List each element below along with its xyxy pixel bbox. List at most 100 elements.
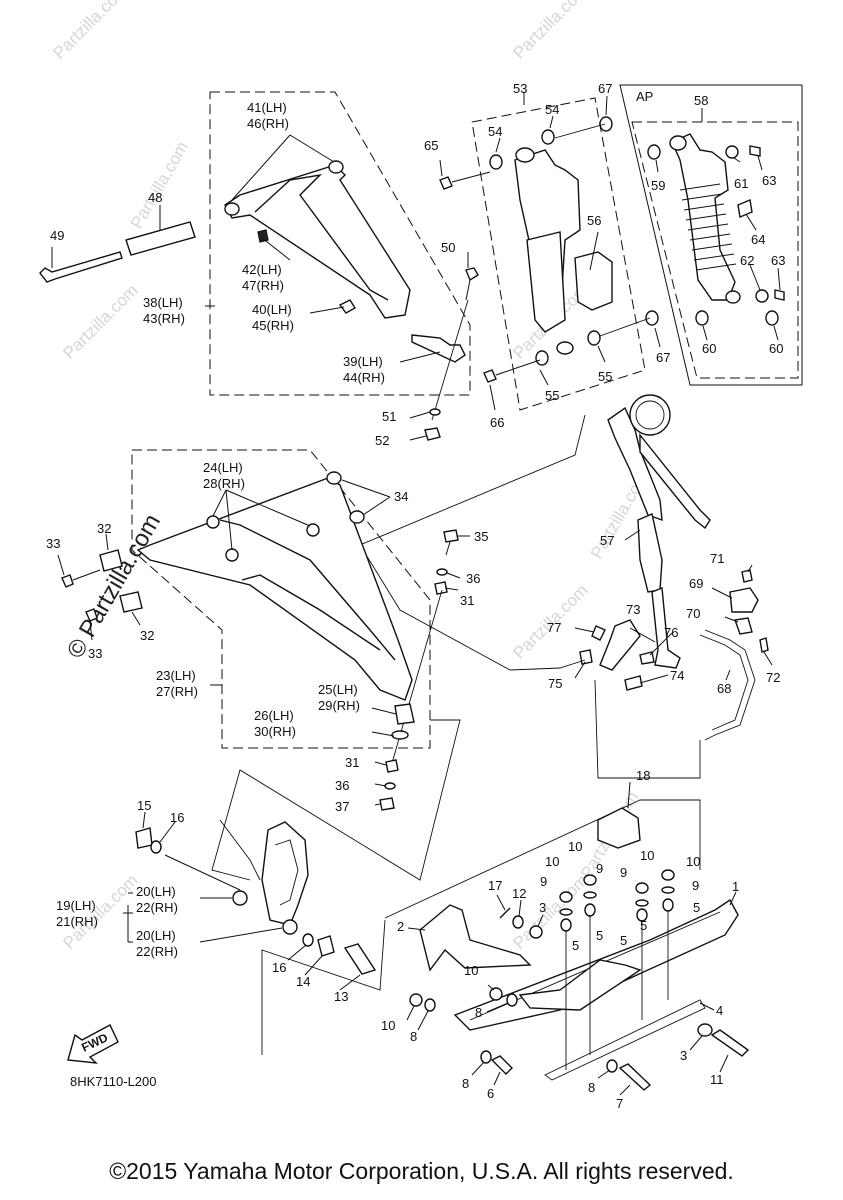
steering-links xyxy=(359,414,773,779)
part-label: 59 xyxy=(651,178,665,193)
group-label: 45(RH) xyxy=(252,318,294,333)
part-label: 10 xyxy=(464,963,478,978)
part-label: 35 xyxy=(474,529,488,544)
part-label: 72 xyxy=(766,670,780,685)
part-label: 10 xyxy=(568,839,582,854)
part-label: 5 xyxy=(640,918,647,933)
part-label: 8 xyxy=(588,1080,595,1095)
group-label: 27(RH) xyxy=(156,684,198,699)
part-label: 10 xyxy=(545,854,559,869)
part-label: 63 xyxy=(771,253,785,268)
group-label: 30(RH) xyxy=(254,724,296,739)
part-label: 7 xyxy=(616,1096,623,1111)
group-label: 24(LH) xyxy=(203,460,243,475)
inset-label: AP xyxy=(636,89,653,104)
part-label: 66 xyxy=(490,415,504,430)
part-label: 51 xyxy=(382,409,396,424)
parts-diagram: Partzilla.com Partzilla.com Partzilla.co… xyxy=(39,0,803,1111)
part-label: 12 xyxy=(512,886,526,901)
part-label: 60 xyxy=(702,341,716,356)
part-label: 48 xyxy=(148,190,162,205)
fwd-arrow: FWD xyxy=(67,1024,119,1064)
part-label: 54 xyxy=(545,102,559,117)
part-label: 5 xyxy=(693,900,700,915)
lower-a-arm-group xyxy=(57,449,470,881)
steering-post xyxy=(607,394,711,669)
diagram-code: 8HK7110-L200 xyxy=(70,1074,157,1089)
part-label: 16 xyxy=(272,960,286,975)
part-label: 5 xyxy=(572,938,579,953)
part-label: 17 xyxy=(488,878,502,893)
part-label: 55 xyxy=(545,388,559,403)
part-label: 68 xyxy=(717,681,731,696)
group-label: 42(LH) xyxy=(242,262,282,277)
group-label: 41(LH) xyxy=(247,100,287,115)
group-label: 21(RH) xyxy=(56,914,98,929)
part-label: 50 xyxy=(441,240,455,255)
ski-group xyxy=(384,781,750,1096)
part-label: 54 xyxy=(488,124,502,139)
watermark: Partzilla.com xyxy=(59,281,141,363)
part-label: 32 xyxy=(140,628,154,643)
part-label: 49 xyxy=(50,228,64,243)
group-label: 43(RH) xyxy=(143,311,185,326)
part-label: 9 xyxy=(620,865,627,880)
group-label: 23(LH) xyxy=(156,668,196,683)
part-label: 3 xyxy=(539,900,546,915)
part-label: 32 xyxy=(97,521,111,536)
group-label: 20(LH) xyxy=(136,928,176,943)
part-label: 9 xyxy=(692,878,699,893)
part-label: 9 xyxy=(596,861,603,876)
part-label: 65 xyxy=(424,138,438,153)
part-label: 8 xyxy=(475,1005,482,1020)
group-label: 19(LH) xyxy=(56,898,96,913)
part-label: 8 xyxy=(462,1076,469,1091)
group-label: 29(RH) xyxy=(318,698,360,713)
spindle-group xyxy=(123,811,386,1055)
part-label: 36 xyxy=(466,571,480,586)
part-label: 67 xyxy=(598,81,612,96)
part-label: 10 xyxy=(686,854,700,869)
part-label: 75 xyxy=(548,676,562,691)
part-label: 34 xyxy=(394,489,408,504)
group-label: 44(RH) xyxy=(343,370,385,385)
ap-inset: AP xyxy=(619,84,803,386)
part-label: 5 xyxy=(596,928,603,943)
part-label: 55 xyxy=(598,369,612,384)
part-label: 64 xyxy=(751,232,765,247)
part-label: 53 xyxy=(513,81,527,96)
part-label: 9 xyxy=(540,874,547,889)
part-label: 6 xyxy=(487,1086,494,1101)
group-label: 22(RH) xyxy=(136,944,178,959)
part-label: 60 xyxy=(769,341,783,356)
part-label: 61 xyxy=(734,176,748,191)
group-label: 38(LH) xyxy=(143,295,183,310)
part-label: 14 xyxy=(296,974,310,989)
part-label: 16 xyxy=(170,810,184,825)
part-number-labels: 1 2 3 3 4 5 5 5 5 5 6 7 8 8 8 8 9 9 9 9 … xyxy=(46,81,785,1111)
part-label: 73 xyxy=(626,602,640,617)
part-label: 31 xyxy=(345,755,359,770)
group-label: 20(LH) xyxy=(136,884,176,899)
group-label: 40(LH) xyxy=(252,302,292,317)
watermark: Partzilla.com xyxy=(509,871,591,953)
part-label: 71 xyxy=(710,551,724,566)
part-label: 67 xyxy=(656,350,670,365)
part-label: 4 xyxy=(716,1003,723,1018)
part-label: 62 xyxy=(740,253,754,268)
part-label: 13 xyxy=(334,989,348,1004)
part-label: 56 xyxy=(587,213,601,228)
copyright-notice: ©2015 Yamaha Motor Corporation, U.S.A. A… xyxy=(109,1158,734,1184)
part-label: 33 xyxy=(46,536,60,551)
group-labels: 41(LH) 46(RH) 42(LH) 47(RH) 38(LH) 43(RH… xyxy=(56,100,385,959)
group-label: 47(RH) xyxy=(242,278,284,293)
part-label: 1 xyxy=(732,879,739,894)
part-label: 36 xyxy=(335,778,349,793)
part-label: 3 xyxy=(680,1048,687,1063)
part-label: 74 xyxy=(670,668,684,683)
group-label: 39(LH) xyxy=(343,354,383,369)
part-label: 76 xyxy=(664,625,678,640)
group-label: 46(RH) xyxy=(247,116,289,131)
part-label: 77 xyxy=(547,620,561,635)
part-label: 69 xyxy=(689,576,703,591)
